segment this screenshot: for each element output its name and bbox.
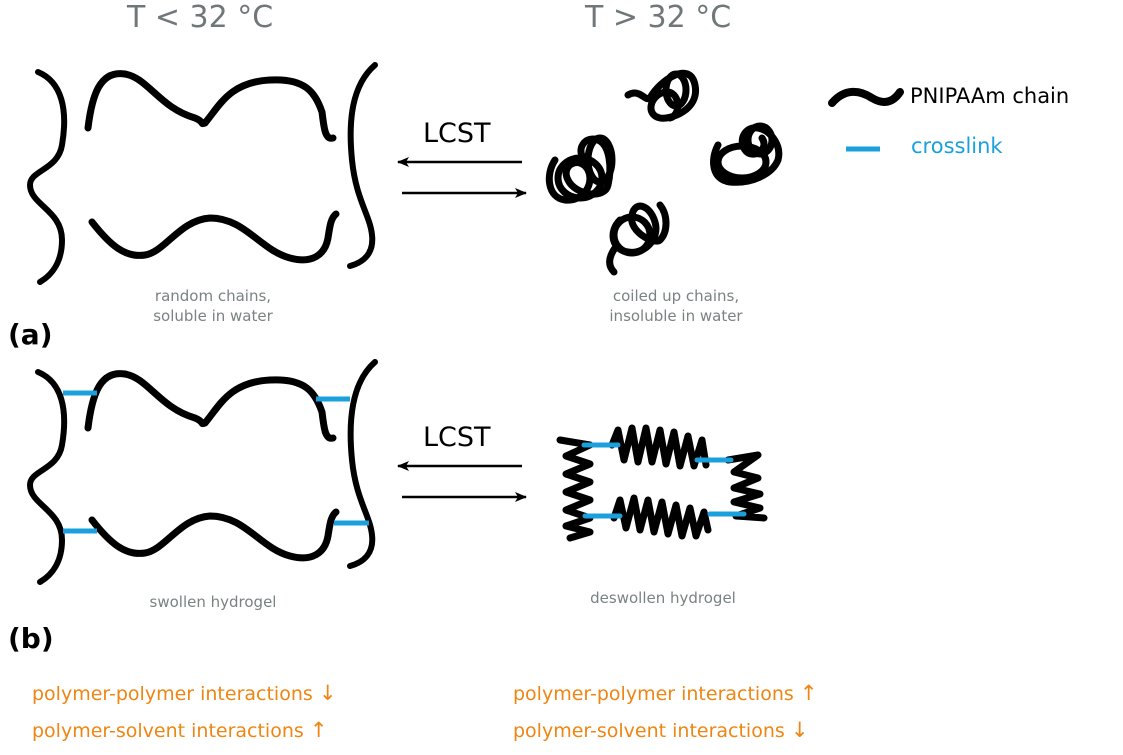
arrow-down-icon: ↓ xyxy=(790,718,809,742)
legend-chain-label: PNIPAAm chain xyxy=(910,84,1070,108)
coil-right xyxy=(710,122,783,186)
caption-line: random chains, xyxy=(154,287,272,305)
panel-label-b: (b) xyxy=(8,622,54,655)
caption-deswollen-hydrogel: deswollen hydrogel xyxy=(590,589,736,607)
chain-right-paren xyxy=(347,62,378,269)
interaction-text: polymer-polymer interactions xyxy=(32,683,313,705)
lcst-arrows-a xyxy=(397,157,527,198)
temperature-above-lcst-heading: T > 32 °C xyxy=(585,0,732,35)
caption-coiled-chains: coiled up chains, insoluble in water xyxy=(566,286,786,326)
temperature-below-lcst-heading: T < 32 °C xyxy=(127,0,274,35)
panel-label-a: (a) xyxy=(8,318,53,351)
caption-random-chains: random chains, soluble in water xyxy=(113,286,313,326)
hydrogel-chain-bottom xyxy=(88,508,340,562)
lcst-label-a: LCST xyxy=(423,118,491,149)
random-chains-group xyxy=(26,62,378,285)
hydrogel-chain-right xyxy=(347,359,378,569)
chain-left-brace xyxy=(26,69,68,285)
arrow-up-icon: ↑ xyxy=(309,718,328,742)
arrow-up-icon: ↑ xyxy=(799,681,818,705)
interaction-text: polymer-solvent interactions xyxy=(32,720,304,742)
interaction-right-polymer-solvent: polymer-solvent interactions ↓ xyxy=(513,718,808,742)
zigzag-chain-bottom xyxy=(610,494,712,540)
interaction-left-polymer-solvent: polymer-solvent interactions ↑ xyxy=(32,718,327,742)
hydrogel-chain-top xyxy=(84,370,337,442)
caption-swollen-hydrogel: swollen hydrogel xyxy=(149,593,277,611)
legend-chain-swatch xyxy=(828,87,904,107)
interaction-right-polymer-polymer: polymer-polymer interactions ↑ xyxy=(513,681,817,705)
zigzag-chain-left xyxy=(556,436,594,542)
arrow-down-icon: ↓ xyxy=(318,681,337,705)
caption-line: soluble in water xyxy=(153,307,273,325)
hydrogel-chain-left xyxy=(26,369,68,585)
coil-top xyxy=(624,69,699,122)
chain-top xyxy=(84,70,337,142)
coil-bottom xyxy=(606,201,670,276)
swollen-hydrogel-group xyxy=(26,359,378,585)
coiled-chains-group xyxy=(545,69,783,276)
zigzag-chain-top xyxy=(608,424,710,470)
caption-line: coiled up chains, xyxy=(612,287,740,305)
interaction-text: polymer-solvent interactions xyxy=(513,720,785,742)
legend-crosslink-label: crosslink xyxy=(911,134,1003,158)
interaction-text: polymer-polymer interactions xyxy=(513,683,794,705)
lcst-label-b: LCST xyxy=(423,422,491,453)
coil-left xyxy=(545,134,616,204)
interaction-left-polymer-polymer: polymer-polymer interactions ↓ xyxy=(32,681,336,705)
deswollen-hydrogel-group xyxy=(556,424,768,542)
caption-line: insoluble in water xyxy=(609,307,743,325)
zigzag-chain-right xyxy=(724,451,768,522)
chain-bottom xyxy=(88,210,340,264)
lcst-arrows-b xyxy=(397,461,527,502)
